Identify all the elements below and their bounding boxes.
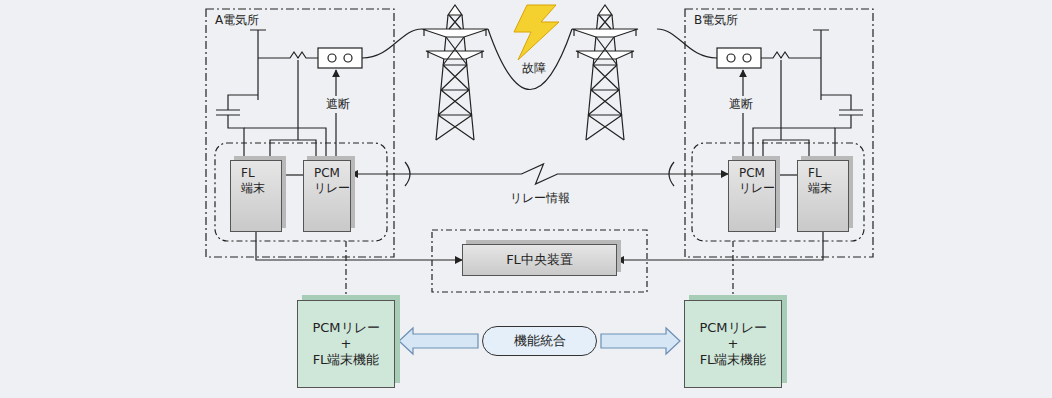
trip-label: 遮断 bbox=[324, 96, 352, 113]
text-line: + bbox=[312, 336, 379, 352]
substation-frame: PCM リレー FL 端末 B電気所 bbox=[684, 8, 874, 258]
integrated-unit: PCMリレー + FL端末機能 bbox=[684, 300, 782, 388]
trip-label: 遮断 bbox=[727, 96, 755, 113]
block-arrow bbox=[399, 328, 478, 354]
fl-central-unit: FL中央装置 bbox=[462, 244, 617, 276]
station-name: B電気所 bbox=[694, 13, 738, 28]
text-line: リレー bbox=[739, 181, 775, 196]
pcm-relay: PCM リレー bbox=[303, 160, 351, 232]
text-line: A電気所 bbox=[215, 13, 259, 28]
text-line: PCMリレー bbox=[312, 320, 379, 336]
text-line: FL bbox=[241, 166, 265, 181]
text-line: PCM bbox=[314, 166, 350, 181]
box-label: PCMリレー + FL端末機能 bbox=[699, 320, 766, 369]
frame-outline-rect bbox=[685, 9, 873, 257]
text-line: PCMリレー bbox=[699, 320, 766, 336]
substation-frame: FL 端末 PCM リレー A電気所 bbox=[205, 8, 395, 258]
station-name: A電気所 bbox=[215, 13, 259, 28]
text-line: FL端末機能 bbox=[312, 352, 379, 368]
edge-label: リレー情報 bbox=[508, 190, 572, 207]
box-label: PCMリレー + FL端末機能 bbox=[312, 320, 379, 369]
text-line: 端末 bbox=[808, 181, 832, 196]
text-line: B電気所 bbox=[694, 13, 738, 28]
signal-line bbox=[617, 232, 823, 260]
text-line: + bbox=[699, 336, 766, 352]
text-line: リレー bbox=[314, 181, 350, 196]
fl-terminal: FL 端末 bbox=[230, 160, 282, 232]
text-line: FL中央装置 bbox=[506, 252, 573, 268]
box-label: FL 端末 bbox=[241, 166, 265, 196]
integrated-unit: PCMリレー + FL端末機能 bbox=[297, 300, 395, 388]
box-label: FL 端末 bbox=[808, 166, 832, 196]
text-line: FL bbox=[808, 166, 832, 181]
block-arrow bbox=[601, 328, 680, 354]
text-line: FL端末機能 bbox=[699, 352, 766, 368]
box-label: PCM リレー bbox=[314, 166, 350, 196]
fl-terminal: FL 端末 bbox=[797, 160, 849, 232]
box-label: 機能統合 bbox=[514, 333, 566, 349]
pcm-relay: PCM リレー bbox=[728, 160, 776, 232]
signal-line bbox=[256, 232, 462, 260]
integration-pill: 機能統合 bbox=[482, 326, 597, 356]
frame-outline-rect bbox=[206, 9, 394, 257]
text-line: 端末 bbox=[241, 181, 265, 196]
text-line: PCM bbox=[739, 166, 775, 181]
box-label: FL中央装置 bbox=[506, 252, 573, 268]
fault-label: 故障 bbox=[520, 60, 548, 77]
relay-link bbox=[351, 164, 728, 184]
text-line: 機能統合 bbox=[514, 333, 566, 349]
box-label: PCM リレー bbox=[739, 166, 775, 196]
